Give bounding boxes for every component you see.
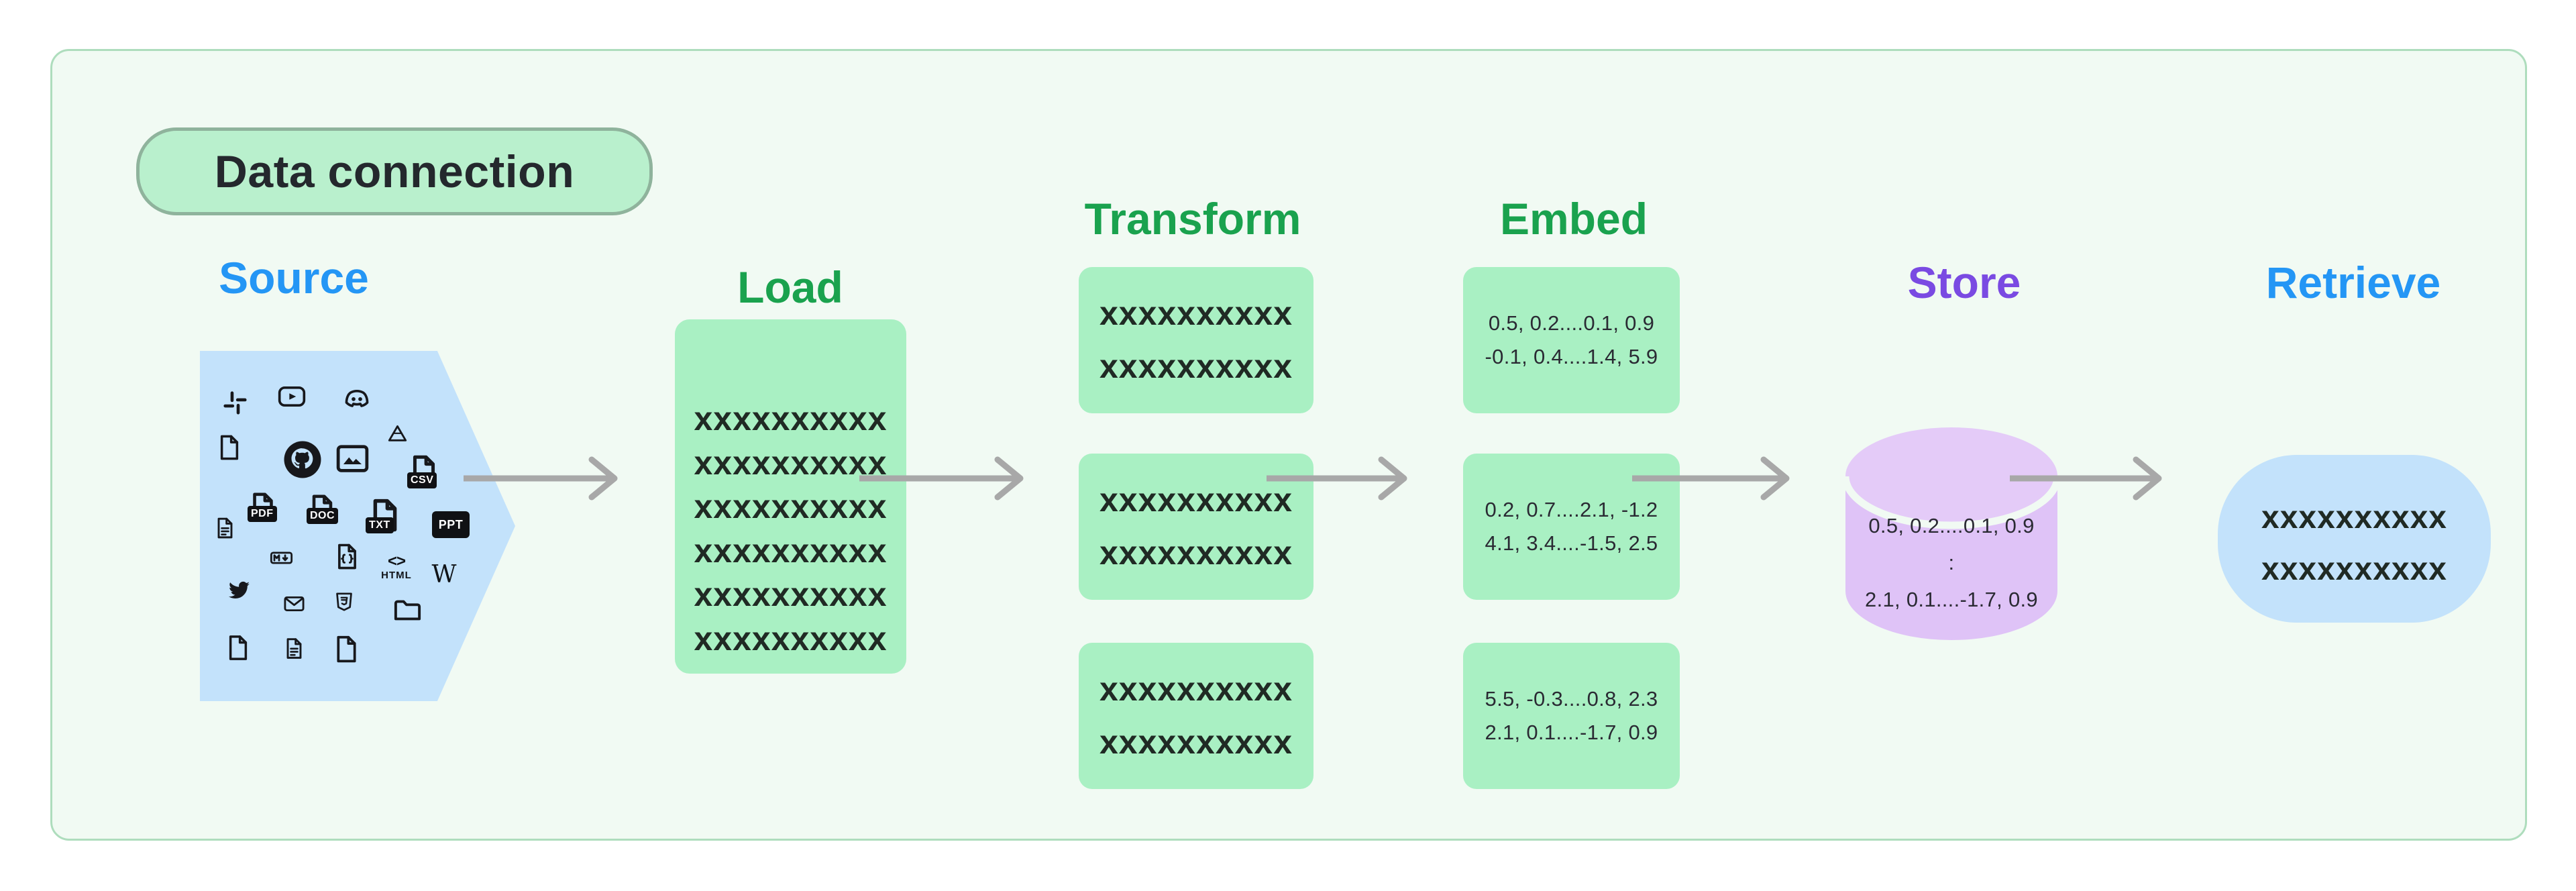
vector-text: 4.1, 3.4....-1.5, 2.5	[1485, 531, 1658, 555]
stage-heading-retrieve: Retrieve	[2265, 258, 2441, 307]
load-text: xxxxxxxxxx	[694, 531, 888, 570]
retrieved-text: xxxxxxxxxx	[2261, 500, 2447, 535]
stored-vectors: 0.5, 0.2....0.1, 0.9 : 2.1, 0.1....-1.7,…	[1845, 507, 2057, 618]
embed-vector-box: 0.5, 0.2....0.1, 0.9 -0.1, 0.4....1.4, 5…	[1463, 267, 1680, 413]
transform-chunk: xxxxxxxxxx xxxxxxxxxx	[1079, 267, 1313, 413]
email-icon	[279, 592, 309, 615]
flow-arrow	[464, 456, 618, 501]
load-text: xxxxxxxxxx	[694, 488, 888, 525]
txt-file-icon: TXT	[366, 497, 405, 533]
file-icon	[215, 430, 244, 465]
youtube-icon	[274, 382, 309, 411]
transform-chunk: xxxxxxxxxx xxxxxxxxxx	[1079, 643, 1313, 789]
ppt-file-icon: PPT	[432, 511, 470, 538]
notes-file-icon	[213, 513, 237, 543]
csv-file-icon: CSV	[407, 452, 441, 488]
css-shield-icon	[333, 590, 356, 614]
vector-text: :	[1948, 551, 1955, 574]
vector-text: 0.5, 0.2....0.1, 0.9	[1868, 514, 2035, 537]
flow-arrow	[1267, 456, 1407, 501]
retrieve-box: xxxxxxxxxx xxxxxxxxxx	[2218, 455, 2491, 623]
folder-icon	[390, 594, 425, 626]
file-icon	[331, 633, 362, 665]
source-shape: CSV PDF DOC TXT PPT <>HTML W	[200, 351, 515, 701]
chunk-text: xxxxxxxxxx	[1099, 348, 1293, 385]
chunk-text: xxxxxxxxxx	[1099, 723, 1293, 761]
chunk-text: xxxxxxxxxx	[1099, 295, 1293, 332]
database-cylinder-icon	[1845, 427, 2057, 640]
discord-icon	[338, 384, 376, 415]
load-box: xxxxxxxxxx xxxxxxxxxx xxxxxxxxxx xxxxxxx…	[675, 319, 906, 674]
html-icon: <>HTML	[381, 552, 412, 581]
vector-text: 0.2, 0.7....2.1, -1.2	[1485, 498, 1658, 521]
notes-file-icon	[282, 635, 306, 662]
vector-text: -0.1, 0.4....1.4, 5.9	[1485, 345, 1658, 368]
vector-text: 0.5, 0.2....0.1, 0.9	[1488, 311, 1655, 335]
flow-arrow	[859, 456, 1024, 501]
chunk-text: xxxxxxxxxx	[1099, 481, 1293, 519]
data-connection-panel: Data connection Source Load Transform Em…	[50, 49, 2527, 841]
image-icon	[333, 439, 372, 478]
stage-heading-transform: Transform	[1084, 194, 1301, 244]
doc-file-icon: DOC	[307, 493, 339, 524]
google-drive-icon	[384, 423, 411, 446]
pdf-file-icon: PDF	[248, 491, 278, 522]
wikipedia-icon: W	[431, 561, 457, 588]
json-file-icon	[333, 540, 362, 573]
stage-heading-embed: Embed	[1499, 194, 1648, 244]
flow-arrow	[1632, 456, 1790, 501]
load-text: xxxxxxxxxx	[694, 576, 888, 613]
file-icon	[224, 632, 252, 664]
markdown-icon	[264, 546, 299, 570]
vector-text: 2.1, 0.1....-1.7, 0.9	[1865, 588, 2038, 611]
stage-heading-load: Load	[737, 262, 843, 312]
github-icon	[280, 436, 325, 483]
chunk-text: xxxxxxxxxx	[1099, 670, 1293, 708]
stage-heading-source: Source	[219, 253, 369, 303]
twitter-icon	[219, 576, 258, 603]
embed-vector-box: 5.5, -0.3....0.8, 2.3 2.1, 0.1....-1.7, …	[1463, 643, 1680, 789]
vector-store-cylinder: 0.5, 0.2....0.1, 0.9 : 2.1, 0.1....-1.7,…	[1845, 423, 2057, 647]
stage-heading-store: Store	[1907, 258, 2021, 307]
slack-icon	[221, 389, 249, 417]
load-text: xxxxxxxxxx	[694, 400, 888, 437]
load-text: xxxxxxxxxx	[694, 619, 888, 658]
vector-text: 2.1, 0.1....-1.7, 0.9	[1485, 721, 1658, 744]
retrieved-text: xxxxxxxxxx	[2261, 552, 2447, 587]
flow-arrow	[2010, 456, 2162, 501]
title-badge-label: Data connection	[214, 146, 575, 197]
title-badge: Data connection	[136, 127, 653, 215]
chunk-text: xxxxxxxxxx	[1099, 534, 1293, 572]
load-text: xxxxxxxxxx	[694, 443, 888, 482]
vector-text: 5.5, -0.3....0.8, 2.3	[1485, 687, 1658, 711]
